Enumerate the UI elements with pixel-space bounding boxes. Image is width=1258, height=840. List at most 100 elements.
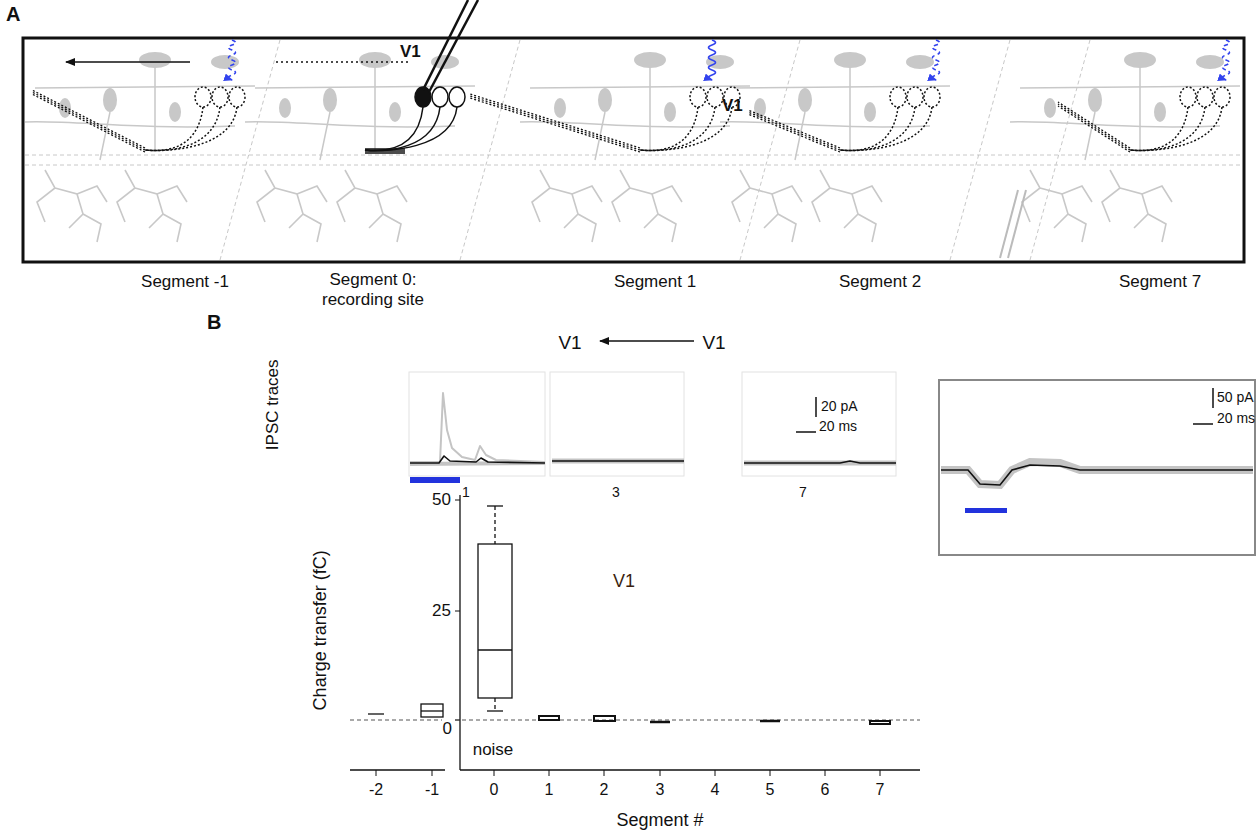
- illustration-stroke: [220, 40, 280, 260]
- illustration-stroke: [365, 150, 405, 151]
- light-stimulus: [709, 40, 716, 80]
- tick-label: 5: [766, 781, 775, 799]
- illustration-stroke: [337, 170, 407, 242]
- trace-segment-number: 7: [799, 484, 807, 500]
- gap-mark: [1000, 190, 1018, 258]
- illustration-stroke: [595, 60, 650, 160]
- illustration-stroke: [1088, 88, 1102, 112]
- illustration-stroke: [32, 90, 145, 148]
- illustration-stroke: [754, 98, 766, 118]
- x-ticks: [376, 770, 880, 776]
- illustration-stroke: [748, 114, 840, 152]
- illustration-stroke: [470, 94, 640, 148]
- tick: [880, 770, 881, 776]
- illustration-stroke: [890, 87, 906, 107]
- inset-trace: [941, 462, 1253, 485]
- scale-bar: [1212, 388, 1214, 408]
- trace-box: [409, 372, 545, 476]
- tick: [715, 770, 716, 776]
- illustration-stroke: [924, 87, 940, 107]
- illustration-stroke: [840, 107, 915, 151]
- light-stimulus: [229, 40, 1230, 80]
- series-label: V1: [613, 571, 635, 592]
- tick-label: 1: [545, 781, 554, 799]
- illustration-stroke: [690, 87, 706, 107]
- illustration-stroke: [720, 122, 930, 127]
- axon-dotted: [275, 61, 408, 63]
- noise-label: noise: [473, 740, 514, 760]
- tick-label: 7: [876, 781, 885, 799]
- illustration-stroke: [1044, 98, 1056, 118]
- tick-label: 0: [490, 781, 499, 799]
- illustration-stroke: [1214, 87, 1230, 107]
- illustration-stroke: [840, 107, 898, 151]
- cell-label: V1: [400, 42, 421, 62]
- tissue-illustration: [25, 40, 1240, 260]
- illustration-stroke: [323, 88, 337, 112]
- illustration-stroke: [612, 170, 682, 242]
- illustration-stroke: [532, 170, 602, 242]
- ipsc-traces: [410, 393, 896, 464]
- illustration-stroke: [840, 107, 932, 151]
- illustration-stroke: [950, 40, 1010, 260]
- illustration-stroke: [257, 170, 327, 242]
- segment-label: Segment 0: recording site: [317, 270, 429, 309]
- trace-box: [742, 372, 896, 476]
- tick-label: 0: [442, 719, 453, 739]
- illustration-stroke: [1085, 60, 1140, 160]
- illustration-stroke: [640, 107, 698, 151]
- electrode: [429, 0, 478, 92]
- tick: [455, 611, 460, 612]
- illustration-stroke: [1058, 102, 1130, 148]
- illustration-stroke: [212, 87, 228, 107]
- illustration-stroke: [1130, 107, 1222, 151]
- tick-label: 3: [656, 781, 665, 799]
- illustration-stroke: [906, 55, 934, 69]
- illustration-stroke: [145, 107, 237, 151]
- illustration-stroke: [748, 112, 840, 150]
- illustration-stroke: [554, 98, 566, 118]
- illustration-stroke: [1180, 87, 1196, 107]
- tick-label: -2: [369, 781, 383, 799]
- trace-box: [550, 372, 684, 476]
- cell-label: V1: [702, 332, 725, 354]
- trace-segment-number: 1: [462, 484, 470, 500]
- cell-label: V1: [722, 96, 743, 116]
- band-line: [25, 155, 1242, 156]
- illustration-stroke: [169, 102, 181, 122]
- tick: [770, 770, 771, 776]
- scale-label: 20 pA: [820, 398, 859, 414]
- panel-letter: B: [207, 311, 221, 334]
- illustration-stroke: [100, 60, 155, 160]
- tick: [604, 770, 605, 776]
- tick: [455, 500, 460, 501]
- tick-label: 4: [711, 781, 720, 799]
- electrode: [423, 0, 468, 90]
- illustration-stroke: [145, 107, 220, 151]
- tick: [825, 770, 826, 776]
- scale-label: 50 pA: [1217, 389, 1254, 405]
- gap-mark: [1008, 190, 1026, 258]
- illustration-stroke: [1130, 107, 1205, 151]
- illustration-stroke: [103, 88, 117, 112]
- illustration-stroke: [117, 170, 187, 242]
- illustration-stroke: [812, 170, 882, 242]
- tick: [660, 770, 661, 776]
- scale-bar: [815, 397, 817, 417]
- illustration-stroke: [706, 55, 734, 69]
- illustration-stroke: [1102, 170, 1172, 242]
- axis-title: IPSC traces: [262, 360, 282, 451]
- tick: [494, 770, 495, 776]
- x-axis: [350, 769, 445, 770]
- tick: [549, 770, 550, 776]
- illustration-stroke: [798, 88, 812, 112]
- illustration-stroke: [1010, 122, 1220, 127]
- illustration-stroke: [732, 170, 802, 242]
- tick: [376, 770, 377, 776]
- illustration-stroke: [1130, 107, 1188, 151]
- illustration-stroke: [245, 122, 455, 127]
- cell-label: V1: [558, 332, 581, 354]
- illustration-stroke: [449, 87, 465, 107]
- box-plots: [368, 506, 890, 724]
